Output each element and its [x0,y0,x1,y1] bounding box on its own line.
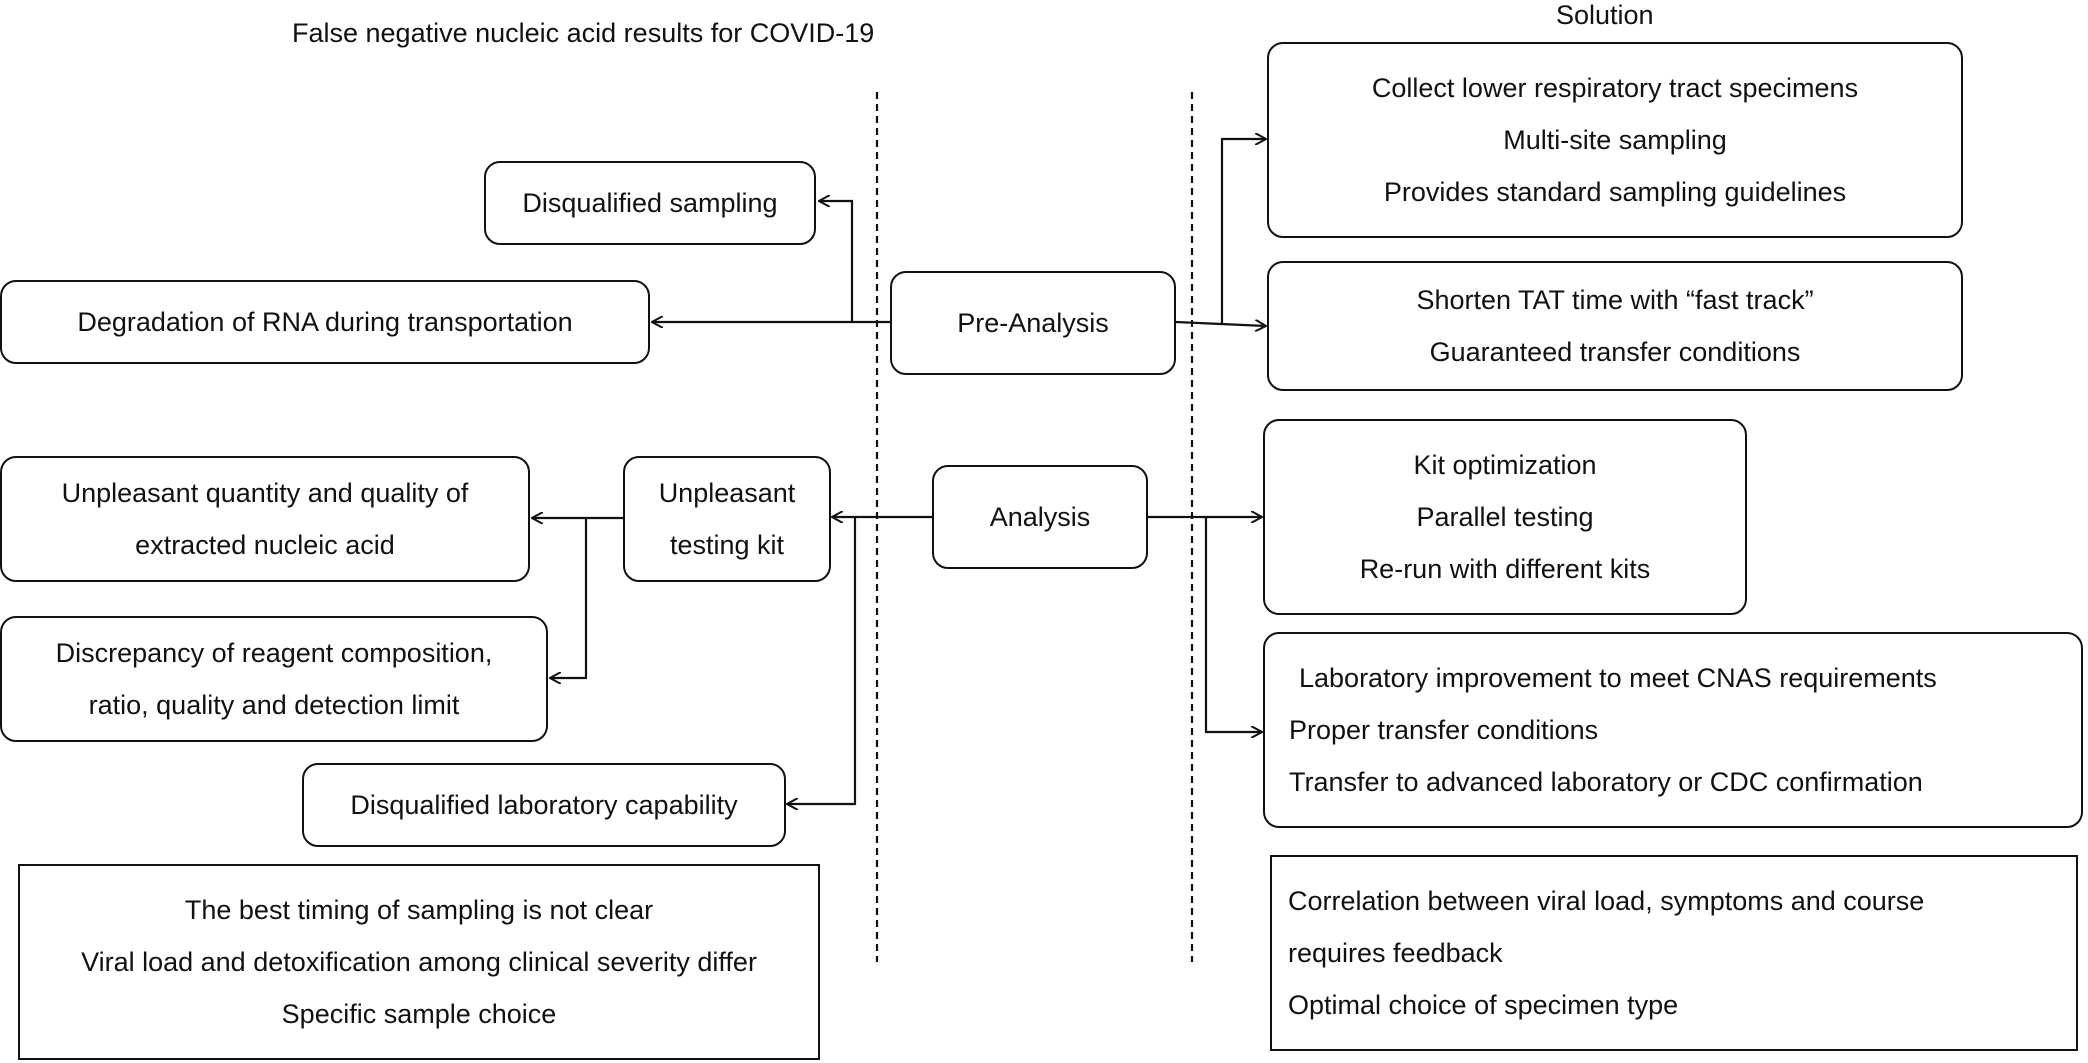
cause-rna-degradation: Degradation of RNA during transportation [0,280,650,364]
solution-header: Solution [1556,0,1654,30]
arrow-kit-to-reagent-discrepancy [550,518,588,678]
solution-feedback: Correlation between viral load, symptoms… [1270,855,2078,1051]
diagram-title: False negative nucleic acid results for … [292,18,875,48]
stage-analysis: Analysis [932,465,1148,569]
solution-sampling: Collect lower respiratory tract specimen… [1267,42,1963,238]
arrow-pre-to-sampling-solution [1220,139,1266,323]
cause-unclear-factors: The best timing of sampling is not clear… [18,864,820,1060]
solution-laboratory: Laboratory improvement to meet CNAS requ… [1263,632,2083,828]
solution-kits: Kit optimization Parallel testing Re-run… [1263,419,1747,615]
stage-pre-analysis: Pre-Analysis [890,271,1176,375]
cause-reagent-discrepancy: Discrepancy of reagent composition, rati… [0,616,548,742]
solution-transport: Shorten TAT time with “fast track” Guara… [1267,261,1963,391]
arrow-pre-to-transport-solution [1175,322,1266,326]
cause-lab-capability: Disqualified laboratory capability [302,763,786,847]
cause-disqualified-sampling: Disqualified sampling [484,161,816,245]
cause-extracted-nucleic-acid: Unpleasant quantity and quality of extra… [0,456,530,582]
cause-testing-kit: Unpleasant testing kit [623,456,831,582]
arrow-analysis-to-lab-capability [787,517,857,804]
arrow-analysis-to-lab-solution [1204,517,1262,732]
arrow-pre-to-disqualified-sampling [819,201,854,322]
